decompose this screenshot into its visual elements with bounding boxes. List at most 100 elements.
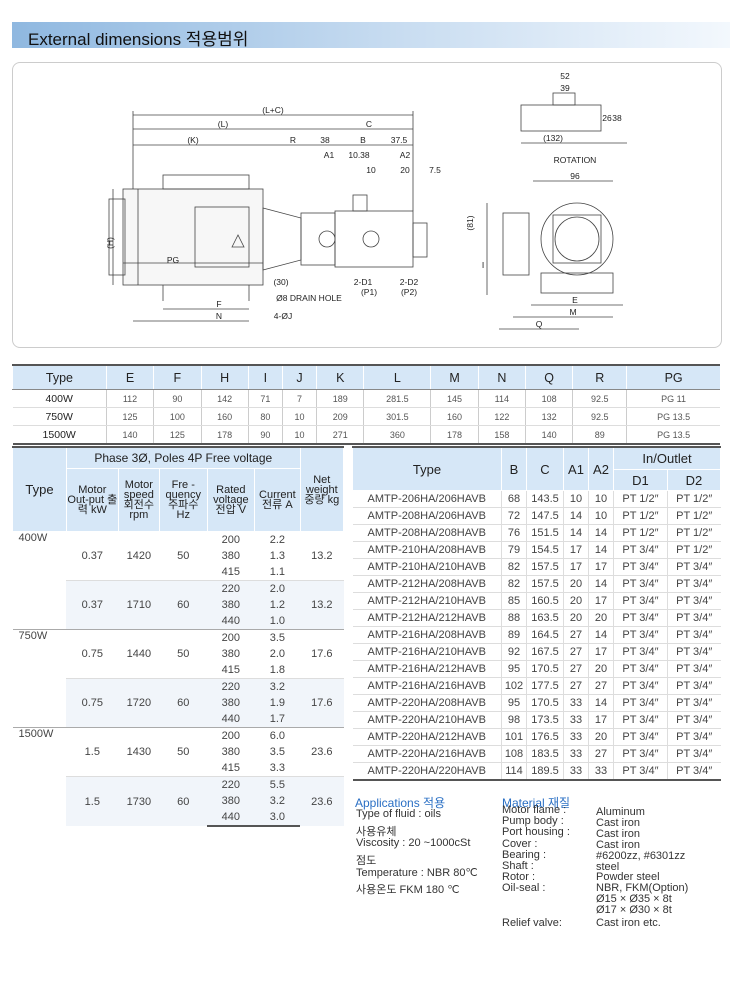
- dim-header-cell: Type: [12, 364, 107, 390]
- pump-cell: AMTP-220HA/212HAVB: [352, 728, 502, 746]
- material-value: steel: [596, 860, 620, 873]
- pump-cell: 14: [588, 694, 614, 712]
- pump-cell: 88: [501, 609, 527, 627]
- pump-cell: AMTP-210HA/208HAVB: [352, 541, 502, 559]
- material-label: Motor flame :: [502, 804, 567, 816]
- material-value: Ø15 × Ø35 × 8t: [596, 893, 672, 906]
- motor-output-cell: 0.75: [66, 629, 119, 679]
- motor-current-cell: 3.2: [254, 678, 301, 695]
- pump-cell: 95: [501, 660, 527, 678]
- dim-n: N: [216, 311, 222, 321]
- pump-cell: 157.5: [526, 558, 564, 576]
- dim-cell: 112: [105, 389, 154, 408]
- pump-cell: 173.5: [526, 711, 564, 729]
- pump-cell: 14: [588, 575, 614, 593]
- material-value: Powder steel: [596, 871, 660, 884]
- pump-model-table: Type B C A1 A2 In/Outlet D1 D2 AMTP-206H…: [352, 446, 722, 781]
- th-a1: A1: [563, 446, 589, 491]
- material-label: Shaft :: [502, 860, 534, 872]
- th-frequency: Fre - quency 주파수 Hz: [158, 468, 208, 532]
- pump-cell: 102: [501, 677, 527, 695]
- motor-current-cell: 1.3: [269, 550, 285, 562]
- dim-l: (L): [218, 119, 229, 129]
- dim-lc: (L+C): [262, 105, 284, 115]
- pump-cell: 20: [563, 575, 589, 593]
- dim-cell: 140: [105, 425, 154, 445]
- pump-cell: AMTP-220HA/216HAVB: [352, 745, 502, 763]
- material-label: Relief valve:: [502, 917, 562, 929]
- motor-output-cell: 0.75: [66, 678, 119, 728]
- dim-20: 20: [400, 165, 410, 175]
- th-d1: D1: [613, 469, 668, 491]
- pump-cell: AMTP-212HA/210HAVB: [352, 592, 502, 610]
- motor-current-cell: 1.0: [269, 615, 285, 627]
- dim-cell: 122: [477, 407, 526, 426]
- pump-cell: PT 3/4″: [666, 609, 721, 627]
- dim-cell: PG 13.5: [626, 407, 720, 426]
- pump-cell: 189.5: [526, 762, 564, 781]
- dim-cell: 125: [105, 407, 154, 426]
- pump-cell: AMTP-216HA/216HAVB: [352, 677, 502, 695]
- dim-cell: 271: [316, 425, 364, 445]
- dim-header-cell: Q: [525, 364, 573, 390]
- dim-cell: 750W: [12, 407, 107, 426]
- pump-cell: PT 1/2″: [666, 507, 721, 525]
- pump-cell: PT 3/4″: [666, 643, 721, 661]
- dim-cell: 160: [200, 407, 249, 426]
- pump-cell: PT 1/2″: [666, 541, 721, 559]
- motor-weight-cell: 17.6: [300, 629, 344, 679]
- motor-voltage-cell: 415: [221, 566, 241, 578]
- label-d1: 2-D1: [354, 277, 373, 287]
- dim-a2: A2: [400, 150, 411, 160]
- pump-cell: AMTP-216HA/208HAVB: [352, 626, 502, 644]
- pump-cell: 33: [588, 762, 614, 781]
- material-value: Cast iron: [596, 827, 641, 840]
- pump-cell: 14: [588, 541, 614, 559]
- motor-voltage-cell: 220: [207, 776, 255, 793]
- pump-cell: 14: [563, 524, 589, 542]
- dim-96: 96: [570, 171, 580, 181]
- th-a2: A2: [588, 446, 614, 491]
- th-type: Type: [12, 446, 67, 532]
- motor-current-cell: 1.2: [269, 599, 285, 611]
- dim-b: B: [360, 135, 366, 145]
- pump-cell: PT 3/4″: [613, 711, 668, 729]
- pump-cell: 10: [588, 507, 614, 525]
- application-line: 점도: [356, 854, 377, 867]
- pump-cell: 79: [501, 541, 527, 559]
- pump-cell: 167.5: [526, 643, 564, 661]
- dim-cell: PG 13.5: [626, 425, 720, 445]
- page-title: External dimensions 적용범위: [28, 30, 249, 49]
- dim-cell: 114: [477, 389, 526, 408]
- pump-cell: AMTP-220HA/208HAVB: [352, 694, 502, 712]
- motor-current-cell: 6.0: [254, 727, 301, 744]
- pump-cell: PT 3/4″: [666, 677, 721, 695]
- dim-cell: 140: [525, 425, 573, 445]
- pump-cell: PT 1/2″: [613, 524, 668, 542]
- pump-cell: PT 1/2″: [613, 490, 668, 508]
- pump-cell: 177.5: [526, 677, 564, 695]
- dim-cell: 209: [316, 407, 364, 426]
- motor-speed-cell: 1430: [118, 727, 160, 777]
- pump-cell: AMTP-208HA/208HAVB: [352, 524, 502, 542]
- motor-weight-cell: 23.6: [300, 727, 344, 777]
- motor-weight-cell: 13.2: [311, 550, 333, 562]
- dim-cell: 158: [477, 425, 526, 445]
- th-speed: Motor speed 회전수 rpm: [117, 468, 160, 532]
- motor-voltage-cell: 220: [207, 678, 255, 695]
- pump-cell: 92: [501, 643, 527, 661]
- pump-cell: 154.5: [526, 541, 564, 559]
- dim-c: C: [366, 119, 372, 129]
- pump-cell: PT 3/4″: [666, 592, 721, 610]
- motor-current-cell: 3.3: [269, 762, 285, 774]
- material-label: Oil-seal :: [502, 882, 546, 895]
